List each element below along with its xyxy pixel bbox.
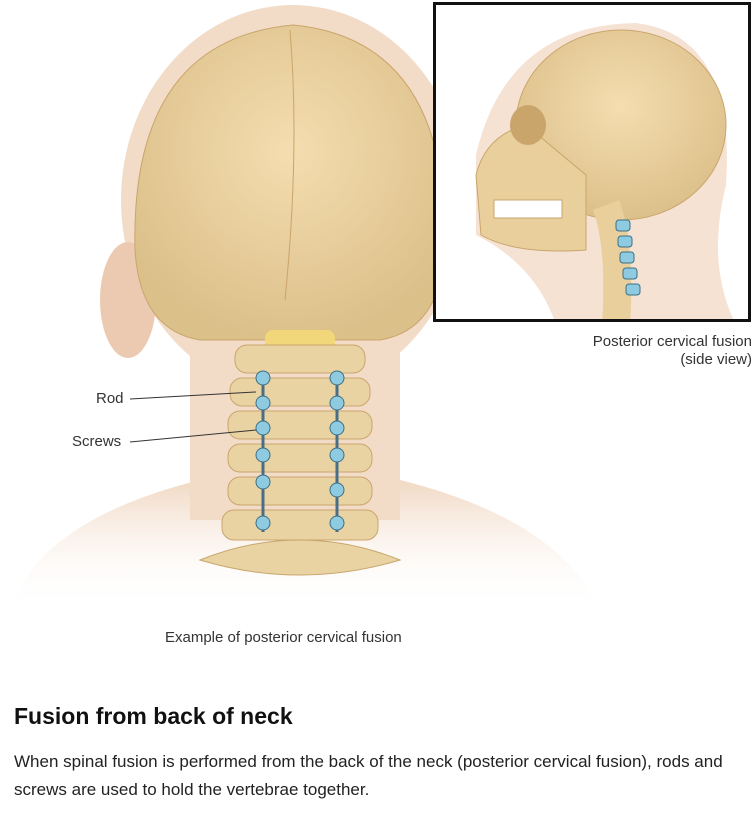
inset-caption: Posterior cervical fusion (side view) [593,333,752,369]
main-caption: Example of posterior cervical fusion [165,629,402,646]
side-view-skull-illustration [475,23,734,319]
screws-leader-line [129,429,257,443]
screws [255,370,345,531]
posterior-fusion-illustration: Rod Screws Posterior cervical fusion (si… [10,2,752,646]
side-view-inset [433,2,751,322]
screws-label: Screws [72,433,122,450]
section-heading: Fusion from back of neck [14,703,293,729]
rod-leader-line [129,391,257,400]
section-body: When spinal fusion is performed from the… [14,752,723,799]
inset-caption-line2: (side view) [680,351,752,368]
back-of-neck-illustration [10,5,600,610]
rod-label: Rod [96,390,124,407]
inset-caption-line1: Posterior cervical fusion [592,333,752,350]
